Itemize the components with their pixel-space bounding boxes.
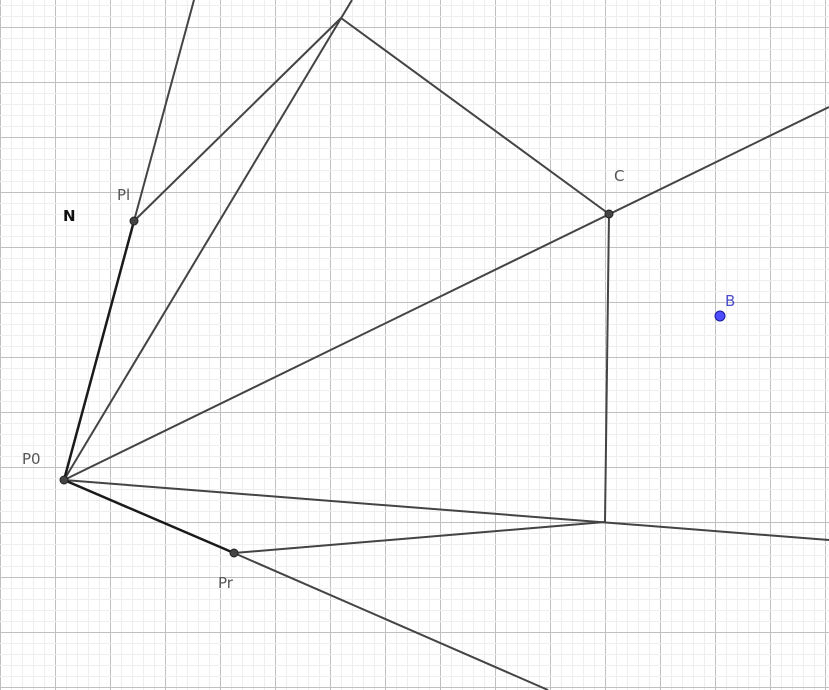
- label-pr: Pr: [218, 574, 234, 592]
- ray-pl-up[interactable]: [133, 0, 195, 222]
- label-n: N: [63, 207, 76, 225]
- construction-lines: [62, 0, 829, 690]
- segment-pr-lower-vertex[interactable]: [233, 521, 606, 554]
- label-b: B: [725, 292, 735, 310]
- ray-p0-lower-vertex[interactable]: [63, 479, 829, 541]
- ray-p0-c[interactable]: [63, 106, 829, 481]
- point-pl[interactable]: [129, 216, 139, 226]
- segment-pl-apex[interactable]: [133, 17, 342, 222]
- segment-c-lower-vertex[interactable]: [604, 213, 610, 523]
- points: [59, 209, 726, 558]
- label-pl: Pl: [117, 186, 130, 204]
- segment-p0-pl[interactable]: [62, 220, 136, 481]
- label-c: C: [614, 167, 624, 185]
- ray-pr-down[interactable]: [233, 552, 549, 690]
- label-p0: P0: [22, 450, 41, 468]
- point-pr[interactable]: [229, 548, 239, 558]
- point-p0[interactable]: [59, 475, 69, 485]
- point-labels: P0 Pl Pr C B N: [22, 167, 735, 592]
- segment-apex-c[interactable]: [340, 17, 610, 215]
- segment-p0-pr[interactable]: [63, 478, 235, 555]
- point-b[interactable]: [714, 310, 726, 322]
- point-c[interactable]: [604, 209, 614, 219]
- line-p0-apex[interactable]: [63, 0, 353, 481]
